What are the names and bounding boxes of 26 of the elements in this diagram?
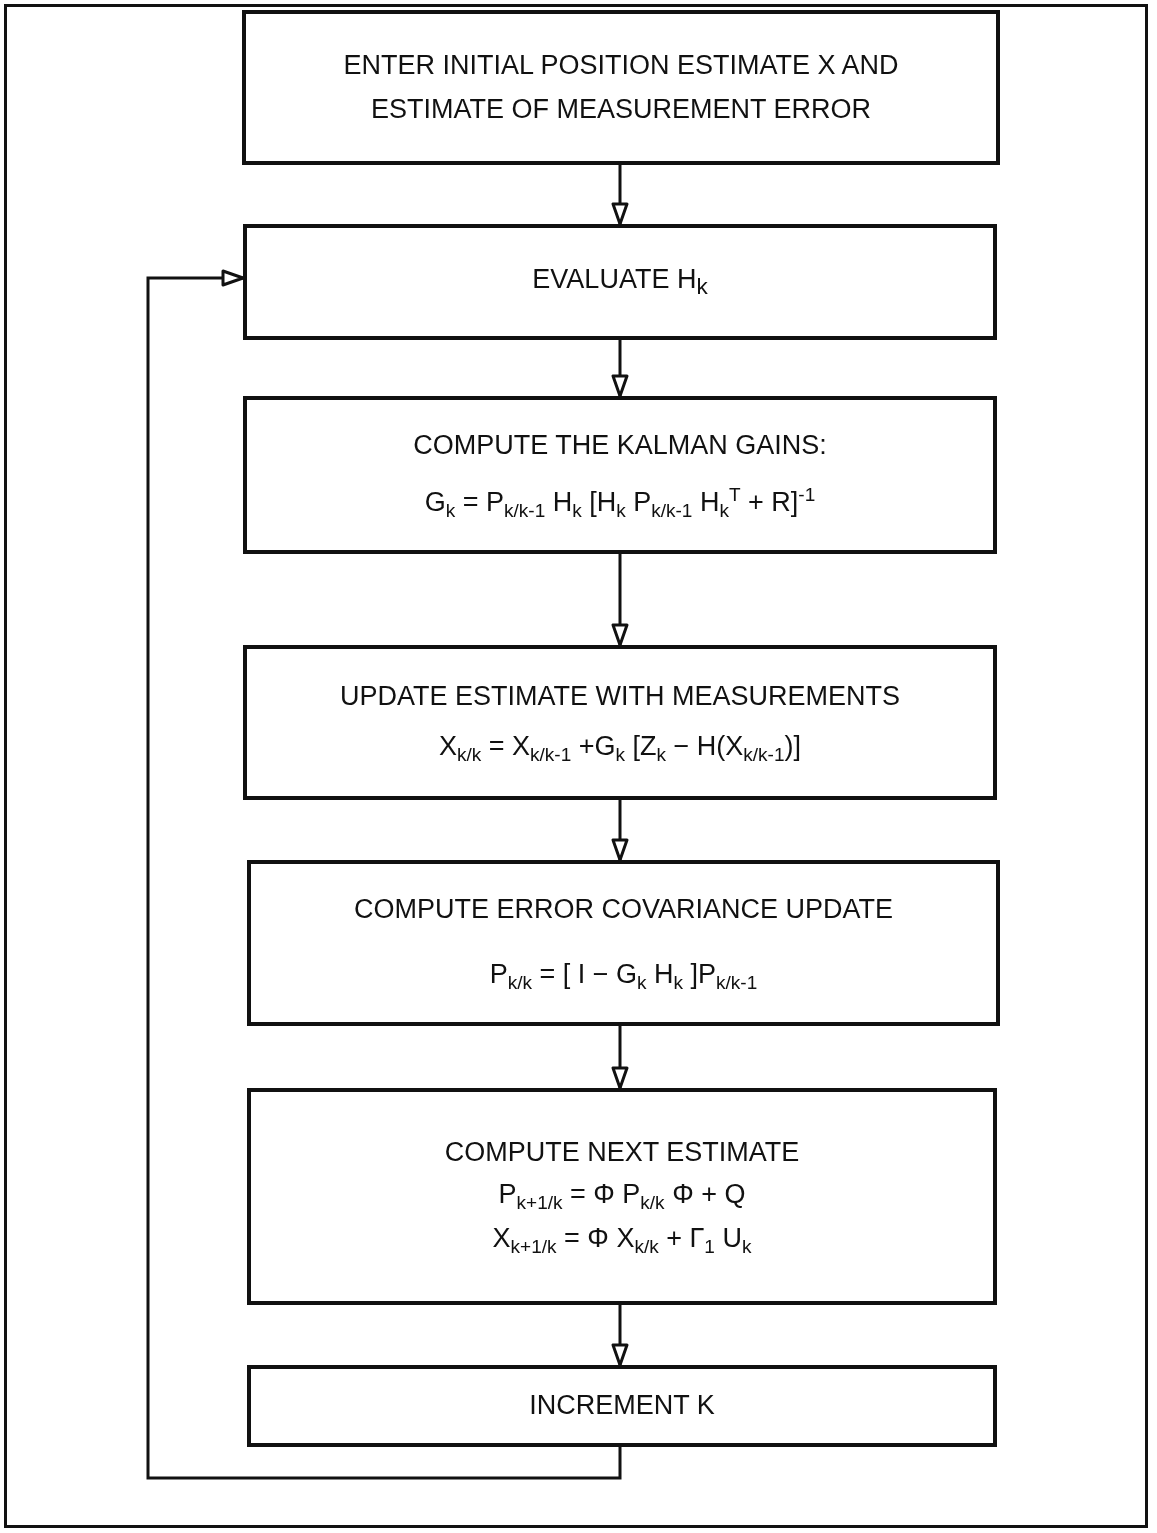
formula: P$_{k+1/k}$ = Φ P$_{k/k}$ Φ + Q: [498, 1178, 746, 1216]
process-box: [242, 10, 1000, 165]
process-box: [243, 645, 997, 800]
step-title: COMPUTE NEXT ESTIMATE: [444, 1136, 800, 1169]
formula: X$_{k+1/k}$ = Φ X$_{k/k}$ + Γ$_{1}$ U$_{k}$: [492, 1222, 752, 1260]
formula: G$_{k}$ = P$_{k/k-1}$ H$_{k}$ [H$_{k}$ P$_{k/k-1}$ H$_{k}$$^{T}$ + R]$^{-1}$: [424, 483, 816, 524]
step-title: COMPUTE THE KALMAN GAINS:: [413, 428, 827, 462]
step-title: INCREMENT K: [529, 1389, 715, 1423]
process-box: [243, 224, 997, 340]
arrow: [611, 554, 629, 647]
arrow: [611, 1305, 629, 1367]
formula: X$_{k/k}$ = X$_{k/k-1}$ +G$_{k}$ [Z$_{k}$ − H(X$_{k/k-1}$)]: [439, 730, 801, 768]
arrow: [611, 1026, 629, 1090]
step-title: UPDATE ESTIMATE WITH MEASUREMENTS: [340, 679, 900, 713]
formula: P$_{k/k}$ = [ I − G$_{k}$ H$_{k}$ ]P$_{k/k-1}$: [489, 957, 758, 996]
step-title: EVALUATE H$_{k}$: [532, 263, 708, 302]
process-box: [247, 1088, 997, 1305]
step-title: COMPUTE ERROR COVARIANCE UPDATE: [353, 893, 894, 927]
arrow: [611, 165, 629, 226]
process-box: [243, 396, 997, 554]
arrow: [146, 269, 622, 1480]
arrow: [611, 800, 629, 862]
step-title: ENTER INITIAL POSITION ESTIMATE X AND ESTIMATE OF MEASUREMENT ERROR: [342, 49, 900, 126]
process-box: [247, 860, 1000, 1026]
arrow: [611, 340, 629, 398]
process-box: [247, 1365, 997, 1447]
